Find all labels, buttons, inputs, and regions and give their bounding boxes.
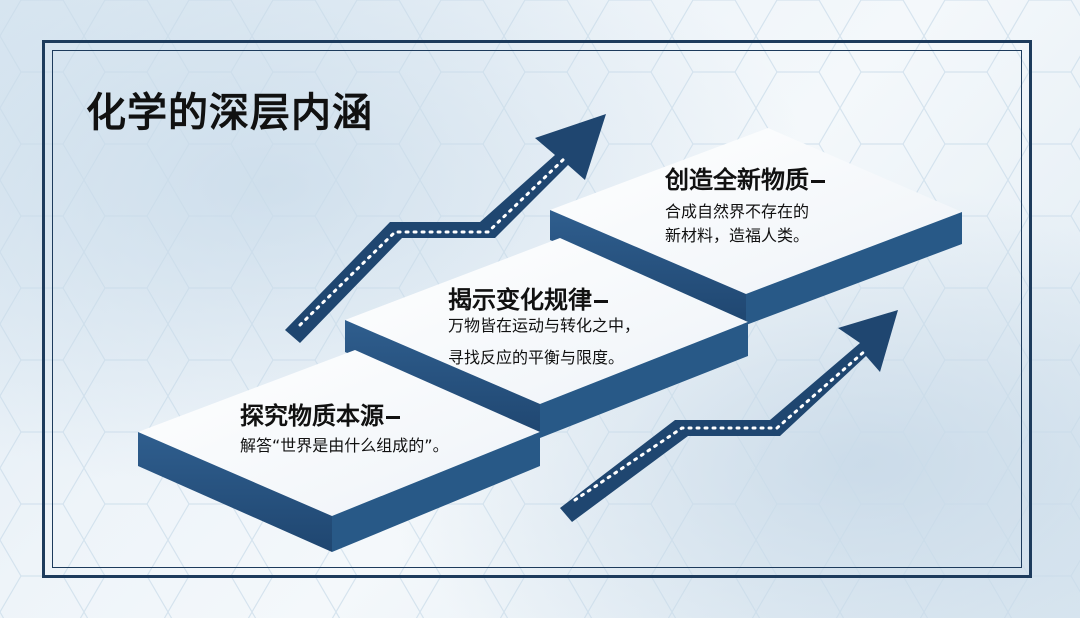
step-3-block — [550, 128, 962, 325]
step-2-heading: 揭示变化规律 — [448, 280, 608, 315]
step-1-block — [138, 350, 540, 552]
step-1-line-1: 解答“世界是由什么组成的”。 — [240, 436, 449, 455]
step-3-heading: 创造全新物质 — [665, 160, 825, 195]
slide-title: 化学的深层内涵 — [86, 90, 373, 136]
step-3-line-1: 合成自然界不存在的 — [665, 202, 810, 221]
outer-frame — [42, 40, 1032, 578]
upward-arrow-icon-lower — [560, 310, 898, 522]
inner-frame — [52, 50, 1022, 568]
step-1-heading: 探究物质本源 — [240, 396, 400, 431]
step-3-line-2: 新材料，造福人类。 — [665, 226, 810, 245]
step-2-line-2: 寻找反应的平衡与限度。 — [448, 348, 625, 367]
upward-arrow-icon-upper — [285, 114, 606, 343]
step-2-block — [345, 238, 748, 438]
step-2-line-1: 万物皆在运动与转化之中， — [448, 316, 641, 335]
